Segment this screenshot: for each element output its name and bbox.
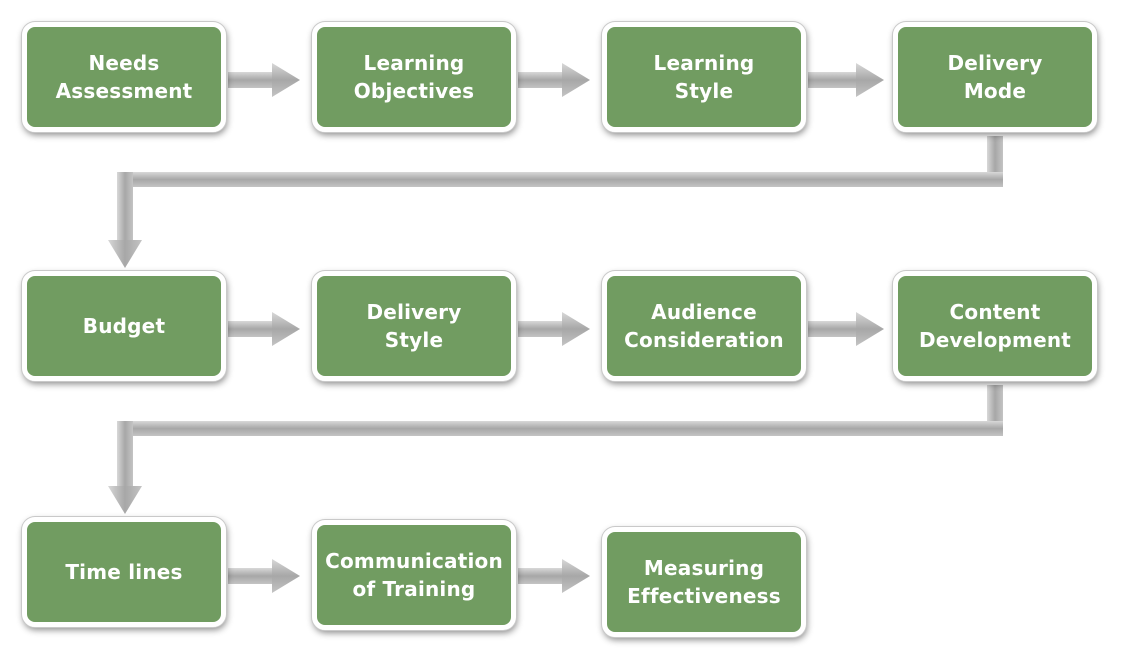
- step-learning-objectives: Learning Objectives: [312, 22, 516, 132]
- step-needs-assessment: Needs Assessment: [22, 22, 226, 132]
- arrow-objectives-to-learning-style: [518, 63, 590, 97]
- arrow-communication-to-measuring: [518, 559, 590, 593]
- step-label: Learning Style: [653, 51, 755, 103]
- step-label: Communication of Training: [325, 549, 503, 601]
- step-label: Time lines: [65, 560, 183, 584]
- step-delivery-mode: Delivery Mode: [893, 22, 1097, 132]
- step-label: Needs Assessment: [55, 51, 193, 103]
- connector-content-to-time-lines: [108, 385, 1003, 514]
- connector-delivery-mode-to-budget: [108, 136, 1003, 268]
- arrow-learning-style-to-delivery-mode: [808, 63, 884, 97]
- step-content-development: Content Development: [893, 271, 1097, 381]
- step-audience-consideration: Audience Consideration: [602, 271, 806, 381]
- step-label: Measuring Effectiveness: [627, 556, 781, 608]
- arrow-time-lines-to-communication: [228, 559, 300, 593]
- step-delivery-style: Delivery Style: [312, 271, 516, 381]
- step-label: Delivery Style: [366, 300, 462, 352]
- step-label: Content Development: [918, 300, 1072, 352]
- arrow-needs-to-objectives: [228, 63, 300, 97]
- step-budget: Budget: [22, 271, 226, 381]
- step-learning-style: Learning Style: [602, 22, 806, 132]
- step-label: Delivery Mode: [947, 51, 1043, 103]
- step-label: Budget: [82, 314, 166, 338]
- step-communication-of-training: Communication of Training: [312, 520, 516, 630]
- step-measuring-effectiveness: Measuring Effectiveness: [602, 527, 806, 637]
- step-label: Learning Objectives: [353, 51, 475, 103]
- step-time-lines: Time lines: [22, 517, 226, 627]
- arrow-budget-to-delivery-style: [228, 312, 300, 346]
- arrow-delivery-style-to-audience: [518, 312, 590, 346]
- arrow-audience-to-content: [808, 312, 884, 346]
- step-label: Audience Consideration: [624, 300, 784, 352]
